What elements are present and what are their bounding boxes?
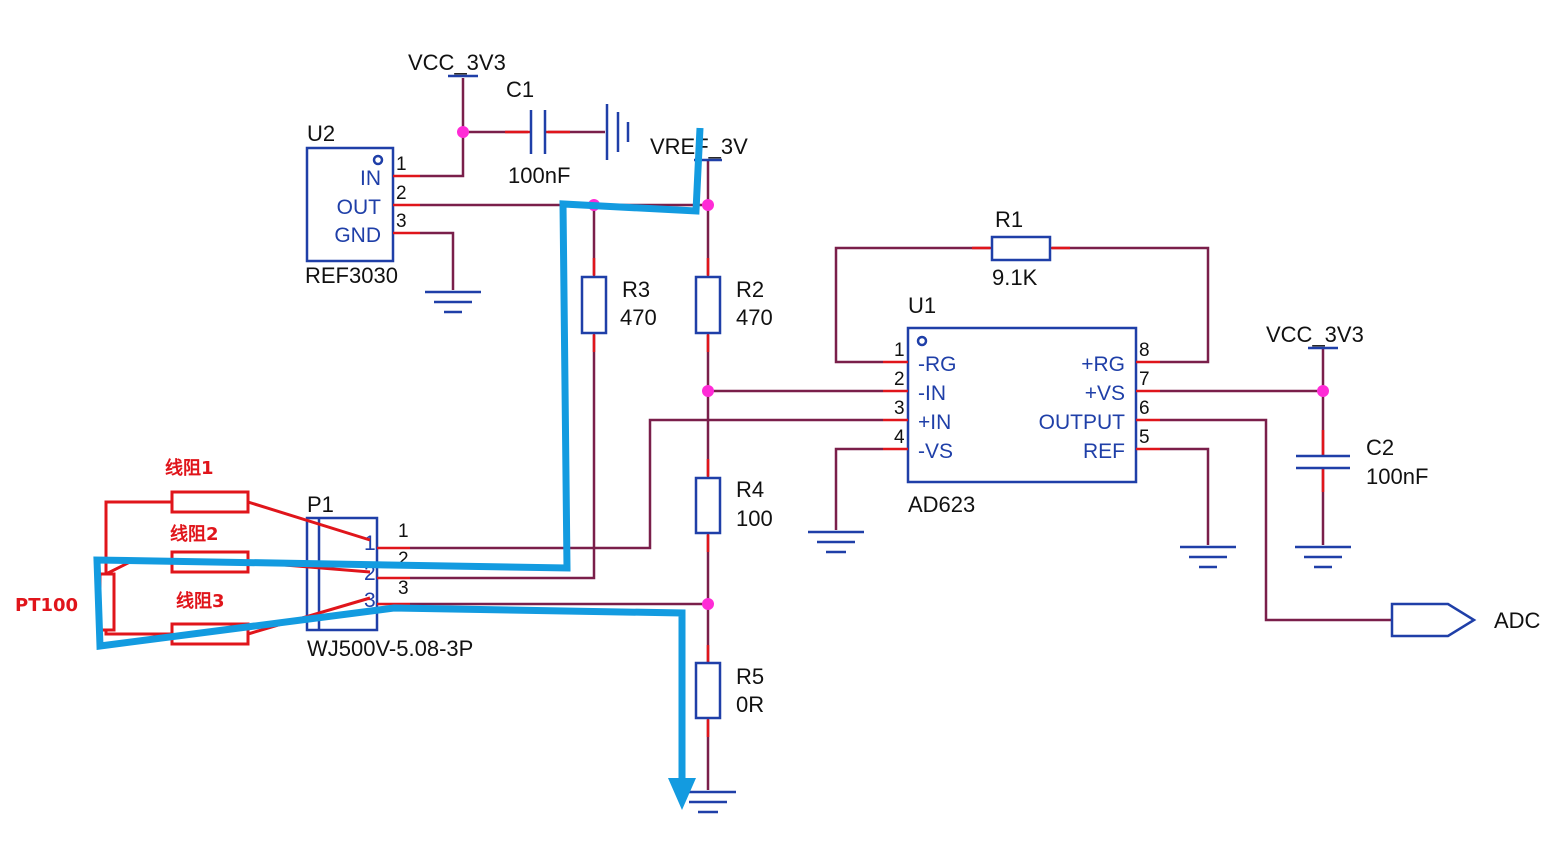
u2-pin-out: OUT [337,196,382,219]
junctions [457,126,1329,610]
resistor-r5: R5 0R [694,645,764,737]
junction-dot [457,126,469,138]
current-path-overlay [93,127,704,810]
c1-value: 100nF [508,163,570,188]
u1-pin-name: +VS [1085,382,1125,405]
junction-dot [702,598,714,610]
u1-ad623: U1 AD623 -RG -IN +IN -VS +RG +VS OUTPUT … [883,293,1160,517]
junction-dot [1317,385,1329,397]
ground-c1-icon [605,104,630,160]
u2-ref: U2 [307,121,335,146]
u2-pin-num: 3 [396,211,407,232]
ground-ref-icon [1180,545,1236,569]
u1-pin-num: 5 [1139,427,1150,448]
r2-value: 470 [736,305,773,330]
u2-pin-in: IN [360,167,381,190]
u1-pin-name: +IN [918,411,951,434]
p1-inner-num: 2 [364,562,376,585]
u1-pin-num: 4 [894,427,905,448]
vcc-label-right: VCC_3V3 [1266,322,1364,347]
r1-value: 9.1K [992,265,1038,290]
c2-ref: C2 [1366,435,1394,460]
junction-dot [702,385,714,397]
r4-value: 100 [736,506,773,531]
wires [410,78,1392,790]
r5-value: 0R [736,692,764,717]
junction-dot [702,199,714,211]
u1-pin-num: 2 [894,369,905,390]
u2-pin-num: 1 [396,154,407,175]
u1-pin-num: 8 [1139,340,1150,361]
capacitor-c2: C2 100nF [1296,430,1428,492]
wire-res-1-label: 线阻1 [165,457,214,479]
u1-pin-num: 1 [894,340,905,361]
r2-ref: R2 [736,277,764,302]
p1-value: WJ500V-5.08-3P [307,636,473,661]
u1-pin-name: +RG [1081,353,1125,376]
u1-pin-name: OUTPUT [1039,411,1126,434]
p1-ref: P1 [307,492,334,517]
ground-c2-icon [1295,545,1351,569]
ground-vs-icon [808,530,864,554]
r3-ref: R3 [622,277,650,302]
pt100-label: PT100 [15,595,78,616]
r3-value: 470 [620,305,657,330]
p1-pin-num: 2 [398,549,409,570]
r1-ref: R1 [995,207,1023,232]
resistor-r2: R2 470 [694,258,773,352]
u1-pin-name: -RG [918,353,957,376]
u2-ref3030: U2 REF3030 IN OUT GND 1 2 3 [305,121,420,288]
c1-ref: C1 [506,77,534,102]
adc-port: ADC [1390,602,1541,638]
pt100-annotation: 线阻1 线阻2 线阻3 PT100 [15,457,371,646]
c2-value: 100nF [1366,464,1428,489]
u1-pin-name: -VS [918,440,953,463]
vcc-label-top: VCC_3V3 [408,50,506,75]
p1-inner-num: 1 [364,532,376,555]
capacitor-c1: C1 100nF [505,77,570,188]
p1-pin-num: 3 [398,578,409,599]
resistor-r4: R4 100 [694,459,773,552]
u1-pin-num: 3 [894,398,905,419]
u2-pin-num: 2 [396,183,407,204]
adc-label: ADC [1494,608,1541,633]
u1-pin-num: 6 [1139,398,1150,419]
p1-inner-num: 3 [364,589,376,612]
ground-u2-icon [425,290,481,314]
u1-pin-num: 7 [1139,369,1150,390]
u2-pin-gnd: GND [334,224,381,247]
arrowhead-icon [668,778,696,810]
resistor-r3: R3 470 [580,258,657,352]
r5-ref: R5 [736,664,764,689]
u1-pin-name: REF [1083,440,1125,463]
net-vcc-top: VCC_3V3 [408,50,506,78]
wire-res-3-label: 线阻3 [176,590,225,612]
r4-ref: R4 [736,477,764,502]
p1-pin-num: 1 [398,521,409,542]
u1-pin-name: -IN [918,382,946,405]
u1-ref: U1 [908,293,936,318]
net-vcc-right: VCC_3V3 [1266,322,1364,350]
resistor-r1: R1 9.1K [972,207,1070,290]
u2-value: REF3030 [305,263,398,288]
u1-value: AD623 [908,492,975,517]
wire-res-2-label: 线阻2 [170,523,219,545]
p1-connector: 1 2 3 1 2 3 P1 WJ500V-5.08-3P [305,492,473,661]
